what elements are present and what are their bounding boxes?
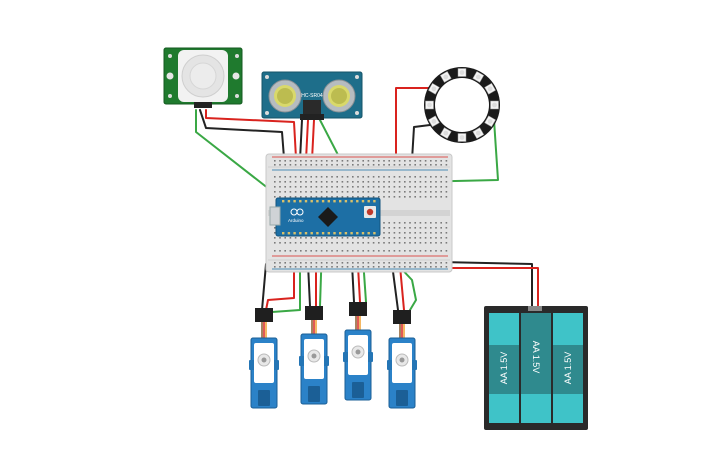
battery-cell-2-label: AA 1.5V — [531, 341, 541, 374]
servo-motor-3 — [343, 302, 373, 401]
wire-pir-vcc — [205, 109, 297, 159]
ring-leds — [425, 68, 499, 142]
ring-led — [484, 115, 496, 128]
wire-battery-vcc — [443, 267, 539, 309]
ring-led — [484, 82, 496, 95]
ring-led — [472, 71, 485, 83]
wire-pir-signal — [195, 109, 279, 197]
arduino-label: Arduino — [288, 218, 304, 223]
ring-led — [425, 100, 434, 110]
ring-led — [472, 127, 485, 139]
servo-motor-1 — [249, 308, 279, 409]
battery-pack: AA 1.5V AA 1.5V AA 1.5V — [484, 306, 588, 430]
wire-battery-gnd — [439, 261, 533, 309]
battery-cell-3: AA 1.5V — [553, 313, 583, 423]
ring-led — [457, 133, 467, 142]
ring-led — [428, 82, 440, 95]
wire-servo4-vcc — [399, 265, 405, 311]
wire-ring-gnd — [411, 124, 431, 161]
arduino-micro: Arduino — [269, 197, 381, 237]
wire-servo1-vcc — [265, 265, 295, 311]
servo-motor-2 — [299, 306, 329, 405]
pir-sensor — [163, 47, 243, 108]
servo-motor-4 — [387, 310, 417, 409]
wire-pir-gnd — [199, 109, 285, 159]
battery-cell-1: AA 1.5V — [489, 313, 519, 423]
battery-cell-1-label: AA 1.5V — [499, 352, 509, 385]
neopixel-ring — [424, 67, 500, 143]
ring-led — [490, 100, 499, 110]
arduino-pin-headers — [282, 200, 376, 235]
wire-sonar-trig — [311, 119, 315, 161]
ring-led — [439, 127, 452, 139]
ultrasonic-sensor: HC-SR04 — [261, 71, 363, 120]
battery-cell-2: AA 1.5V — [521, 313, 551, 423]
battery-cell-3-label: AA 1.5V — [563, 352, 573, 385]
wire-ring-vcc — [395, 87, 431, 161]
wire-sonar-gnd — [299, 119, 303, 161]
servo-group — [249, 302, 417, 409]
ring-led — [428, 115, 440, 128]
ring-led — [457, 68, 467, 77]
ring-led — [439, 71, 452, 83]
wire-sonar-vcc — [305, 119, 309, 161]
ultrasonic-label: HC-SR04 — [301, 93, 323, 99]
